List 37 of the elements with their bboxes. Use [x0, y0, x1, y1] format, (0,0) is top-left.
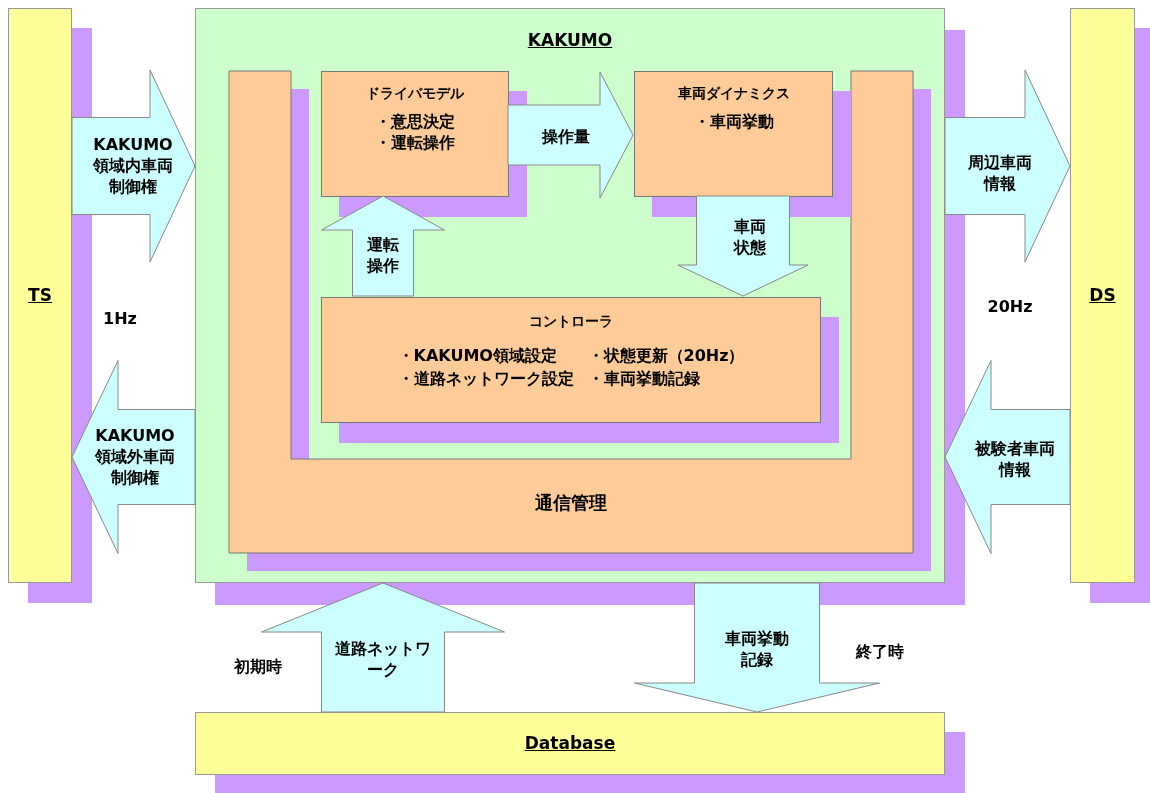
edge-label: KAKUMO領域外車両制御権 [94, 425, 176, 489]
bar-label: Database [524, 732, 616, 755]
bar-label: TS [28, 284, 52, 307]
block-arrow [261, 582, 505, 713]
note-label: 初期時 [234, 656, 282, 678]
bullet-item: ・状態更新（20Hz） [587, 346, 745, 367]
edge-label: 被験者車両情報 [974, 439, 1056, 481]
frame-title: KAKUMO [526, 29, 614, 52]
edge-label: KAKUMO領域内車両制御権 [92, 134, 174, 198]
note-label: 終了時 [856, 641, 904, 663]
bar-label: DS [1089, 284, 1116, 307]
block-arrow [677, 195, 809, 297]
module-title: ドライバモデル [366, 84, 464, 103]
edge-label: 運転操作 [366, 235, 400, 277]
module-title: 車両ダイナミクス [677, 84, 790, 103]
note-label: 1Hz [103, 308, 137, 328]
block-arrow [944, 360, 1071, 554]
edge-label: 周辺車両情報 [967, 153, 1033, 195]
bullet-item: ・車両挙動記録 [587, 369, 701, 390]
edge-label: 道路ネットワーク [334, 639, 432, 681]
edge-label: 操作量 [540, 126, 591, 148]
module-title: コントローラ [529, 312, 613, 331]
block-arrow [944, 69, 1071, 263]
block-arrow [71, 360, 196, 554]
bullet-item: ・KAKUMO領域設定 [397, 346, 558, 367]
block-arrow [634, 582, 880, 713]
edge-label: 車両挙動記録 [724, 629, 790, 671]
block-arrow [71, 69, 196, 263]
block-arrow [321, 195, 445, 297]
bullet-item: ・車両挙動 [693, 112, 774, 133]
block-arrow [507, 71, 634, 199]
bullet-item: ・運転操作 [375, 133, 455, 154]
band-label: 通信管理 [534, 491, 608, 515]
note-label: 20Hz [987, 296, 1033, 316]
edge-label: 車両状態 [733, 217, 767, 259]
bullet-item: ・道路ネットワーク設定 [397, 369, 574, 390]
bullet-item: ・意思決定 [375, 112, 455, 133]
